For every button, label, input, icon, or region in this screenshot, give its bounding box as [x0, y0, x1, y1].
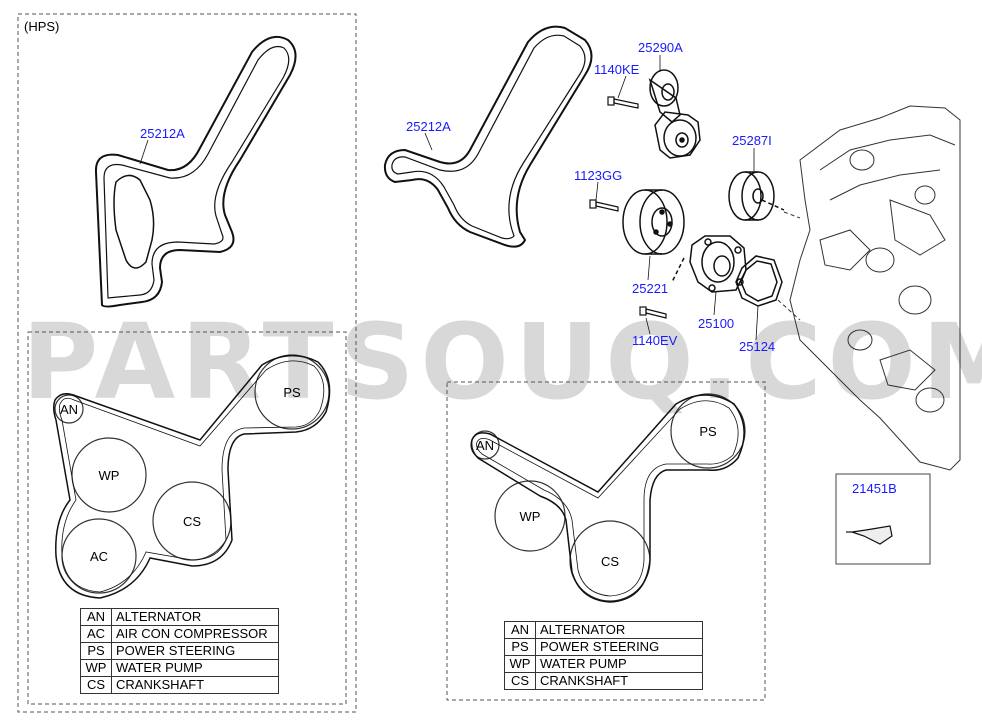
- belt-hps-drawing: [94, 36, 297, 308]
- an-code-hps: AN: [60, 402, 78, 417]
- wp-code: WP: [520, 509, 541, 524]
- part-label-bolt-pulley[interactable]: 1123GG: [574, 168, 622, 183]
- bolt-tensioner-drawing: [607, 96, 639, 109]
- routing-frame: [446, 381, 766, 701]
- part-label-sealant[interactable]: 21451B: [852, 481, 897, 496]
- hps-routing-frame: [27, 331, 347, 705]
- legend-name: ALTERNATOR: [111, 608, 279, 626]
- legend-name: AIR CON COMPRESSOR: [111, 625, 279, 643]
- cs-code-hps: CS: [183, 514, 201, 529]
- legend-code: WP: [80, 659, 112, 677]
- cs-code: CS: [601, 554, 619, 569]
- an-pulley-hps: [54, 394, 84, 424]
- legend-code: PS: [504, 638, 536, 656]
- watermark: PARTSOUQ.COM: [22, 301, 982, 423]
- sealant-tube-drawing: [846, 525, 893, 545]
- leader-lines: [139, 55, 759, 341]
- legend-name: CRANKSHAFT: [535, 672, 703, 690]
- legend-code: CS: [504, 672, 536, 690]
- hps-routing-diagram: PS AN WP CS AC: [52, 354, 331, 599]
- legend-code: AN: [504, 621, 536, 639]
- legend-name: POWER STEERING: [111, 642, 279, 660]
- part-label-bolt-tensioner[interactable]: 1140KE: [594, 62, 640, 77]
- part-label-gasket[interactable]: 25124: [739, 339, 775, 354]
- water-pump-drawing: [689, 235, 747, 293]
- hps-frame: [17, 13, 357, 713]
- engine-block-drawing: [777, 105, 961, 471]
- section-label: (HPS): [24, 19, 59, 34]
- part-label-belt[interactable]: 25212A: [406, 119, 451, 134]
- ps-code-hps: PS: [283, 385, 301, 400]
- part-label-tensioner[interactable]: 25290A: [638, 40, 683, 55]
- legend-code: CS: [80, 676, 112, 694]
- legend-code: AC: [80, 625, 112, 643]
- legend-name: CRANKSHAFT: [111, 676, 279, 694]
- bolt-pump-drawing: [639, 306, 667, 319]
- an-code: AN: [476, 438, 494, 453]
- belt-drawing: [383, 25, 593, 248]
- idler-drawing: [728, 171, 785, 221]
- legend-name: POWER STEERING: [535, 638, 703, 656]
- part-label-belt-hps[interactable]: 25212A: [140, 126, 185, 141]
- part-label-bolt-pump[interactable]: 1140EV: [632, 333, 678, 348]
- bolt-pulley-drawing: [589, 199, 619, 212]
- pulley-drawing: [622, 189, 685, 283]
- gasket-drawing: [735, 255, 783, 307]
- tensioner-drawing: [648, 69, 701, 159]
- legend-code: WP: [504, 655, 536, 673]
- legend-name: WATER PUMP: [535, 655, 703, 673]
- part-label-idler[interactable]: 25287I: [732, 133, 772, 148]
- ps-pulley: [670, 393, 746, 469]
- sealant-box: [835, 473, 931, 565]
- legend-name: ALTERNATOR: [535, 621, 703, 639]
- legend-code: PS: [80, 642, 112, 660]
- wp-code-hps: WP: [99, 468, 120, 483]
- ac-code-hps: AC: [90, 549, 108, 564]
- legend-code: AN: [80, 608, 112, 626]
- routing-diagram: PS AN WP CS: [470, 393, 746, 603]
- legend-name: WATER PUMP: [111, 659, 279, 677]
- part-label-water-pump[interactable]: 25100: [698, 316, 734, 331]
- part-label-pulley[interactable]: 25221: [632, 281, 668, 296]
- ps-code: PS: [699, 424, 717, 439]
